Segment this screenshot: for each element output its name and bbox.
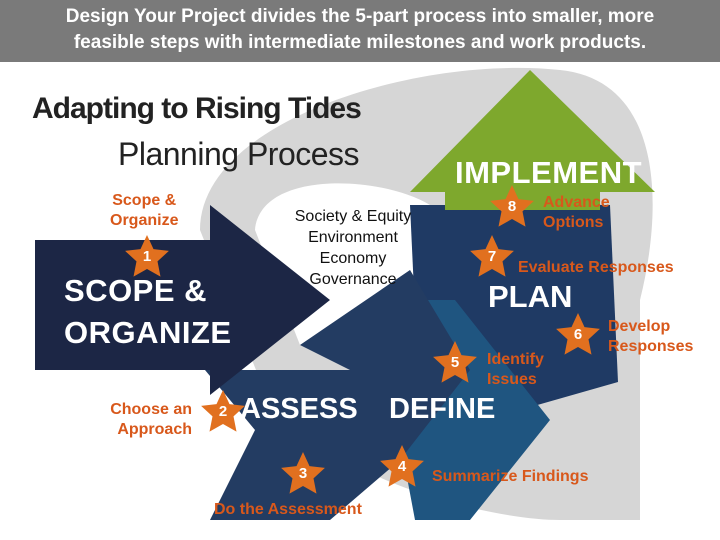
- step-8-label-line-1: Advance: [543, 194, 610, 211]
- step-5-label-line-1: Identify: [487, 351, 544, 368]
- step-8-number: 8: [507, 198, 517, 215]
- phase-implement-label: IMPLEMENT: [455, 155, 643, 190]
- focus-item: Governance: [309, 271, 397, 288]
- step-1-label-line-1: Scope &: [112, 192, 177, 209]
- step-1-label: Scope & Organize: [110, 191, 178, 231]
- implement-arrow: [410, 70, 655, 210]
- assess-arrow: [205, 270, 470, 520]
- step-7-label: Evaluate Responses: [518, 258, 674, 278]
- step-1-number: 1: [142, 248, 152, 265]
- step-8-star-icon: 8: [487, 183, 537, 233]
- phase-scope-label-1: SCOPE &: [64, 273, 208, 308]
- step-3-star-icon: 3: [278, 450, 328, 500]
- phase-plan-label: PLAN: [488, 279, 573, 314]
- step-2-label: Choose an Approach: [96, 400, 192, 440]
- focus-item: Economy: [319, 250, 387, 267]
- focus-item: Environment: [308, 229, 398, 246]
- step-3-number: 3: [298, 465, 308, 482]
- step-3-label-line-1: Do the Assessment: [214, 501, 362, 518]
- step-7-star-icon: 7: [467, 233, 517, 283]
- step-7-number: 7: [487, 248, 497, 265]
- step-3-label: Do the Assessment: [214, 500, 362, 520]
- phase-assess-label: ASSESS: [240, 393, 358, 425]
- header-line-1: Design Your Project divides the 5-part p…: [65, 6, 655, 27]
- step-1-star-icon: 1: [122, 233, 172, 283]
- step-6-label: Develop Responses: [608, 317, 693, 357]
- step-6-label-line-2: Responses: [608, 338, 694, 355]
- step-2-label-line-1: Choose an: [110, 401, 192, 418]
- step-4-label: Summarize Findings: [432, 467, 588, 487]
- phase-define-label: DEFINE: [389, 393, 496, 425]
- step-8-label-line-2: Options: [543, 214, 604, 231]
- step-6-label-line-1: Develop: [608, 318, 671, 335]
- step-4-number: 4: [397, 458, 407, 475]
- step-2-number: 2: [218, 403, 228, 420]
- phase-scope-label-2: ORGANIZE: [64, 315, 232, 350]
- step-8-label: Advance Options: [543, 193, 610, 233]
- step-6-star-icon: 6: [553, 311, 603, 361]
- step-5-label: Identify Issues: [487, 350, 544, 390]
- step-2-star-icon: 2: [198, 388, 248, 438]
- step-7-label-line-1: Evaluate Responses: [518, 259, 674, 276]
- scope-arrow: [35, 205, 330, 395]
- step-2-label-line-2: Approach: [117, 421, 192, 438]
- center-focus-list: Society & Equity Environment Economy Gov…: [278, 206, 428, 290]
- step-5-star-icon: 5: [430, 339, 480, 389]
- step-5-label-line-2: Issues: [487, 371, 537, 388]
- diagram-title: Adapting to Rising Tides: [32, 92, 362, 125]
- focus-item: Society & Equity: [294, 208, 412, 225]
- step-4-label-line-1: Summarize Findings: [432, 468, 589, 485]
- step-4-star-icon: 4: [377, 443, 427, 493]
- step-1-label-line-2: Organize: [110, 212, 179, 229]
- diagram-subtitle: Planning Process: [118, 136, 360, 172]
- header-line-2: feasible steps with intermediate milesto…: [73, 32, 647, 53]
- header-banner: Design Your Project divides the 5-part p…: [0, 0, 720, 62]
- step-5-number: 5: [450, 354, 460, 371]
- step-6-number: 6: [573, 326, 583, 343]
